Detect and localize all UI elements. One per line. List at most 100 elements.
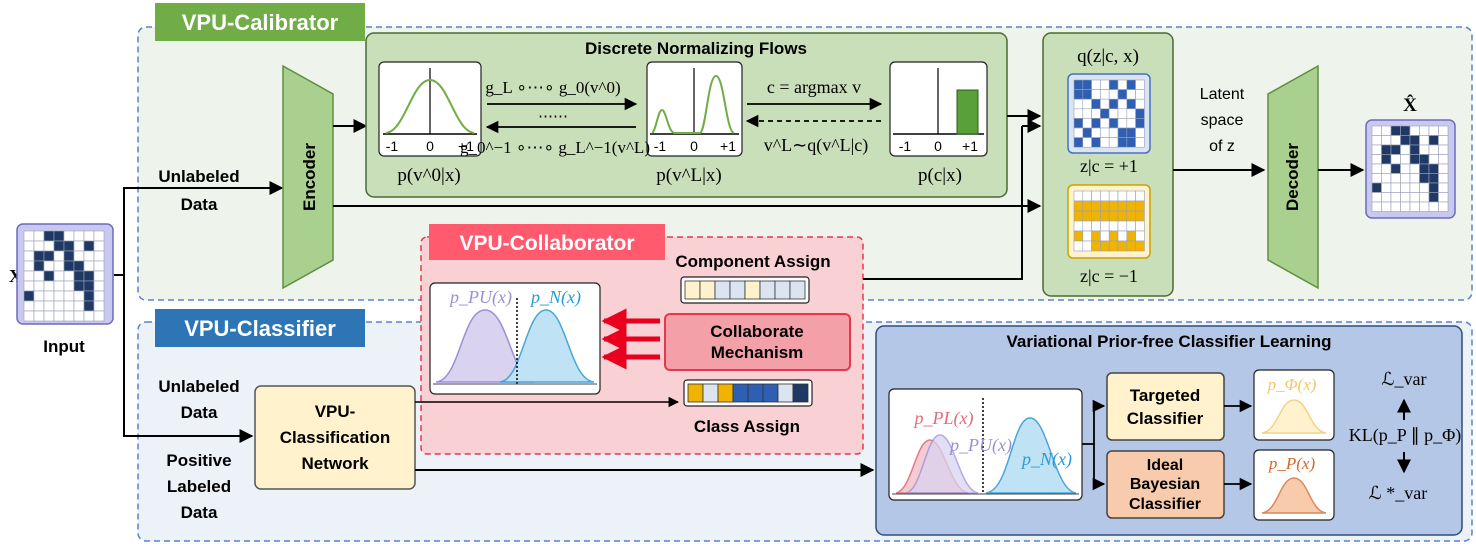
matrix-cell: [1428, 182, 1439, 193]
matrix-cell: [1390, 135, 1401, 146]
component-assign-bar: [680, 276, 810, 304]
matrix-cell: [63, 310, 75, 322]
l-var-label: ℒ_var: [1382, 369, 1427, 389]
matrix-cell: [43, 270, 55, 282]
matrix-cell: [73, 300, 85, 312]
matrix-cell: [1409, 182, 1420, 193]
pf-p-pu-label: p_PU(x): [948, 435, 1012, 456]
class-assign-bar: [683, 379, 813, 407]
matrix-cell: [83, 250, 95, 262]
z-pos-matrix: [1073, 79, 1145, 148]
matrix-cell: [53, 260, 65, 272]
collab-p-pu-label: p_PU(x): [448, 287, 512, 308]
matrix-cell: [1126, 108, 1136, 119]
matrix-cell: [1073, 79, 1084, 90]
matrix-cell: [1108, 118, 1119, 129]
matrix-cell: [83, 230, 95, 242]
matrix-cell: [93, 280, 105, 292]
matrix-cell: [1400, 192, 1411, 203]
matrix-cell: [93, 240, 105, 252]
matrix-cell: [43, 280, 55, 292]
collab-p-n-label: p_N(x): [529, 287, 581, 308]
matrix-cell: [23, 280, 35, 292]
matrix-cell: [1438, 182, 1449, 193]
matrix-cell: [73, 230, 85, 242]
matrix-cell: [23, 300, 35, 312]
matrix-cell: [1117, 127, 1128, 138]
matrix-cell: [1419, 201, 1430, 212]
sample-label: v^L∼q(v^L|c): [764, 135, 869, 156]
matrix-cell: [1091, 220, 1101, 232]
prior-free-plot: p_PL(x) p_PU(x) p_N(x): [888, 388, 1083, 501]
p-p-label: p_P(x): [1268, 454, 1316, 473]
decoder: Decoder: [1267, 64, 1319, 290]
matrix-cell: [1117, 79, 1128, 90]
matrix-cell: [83, 280, 95, 292]
assign-cell: [759, 280, 776, 300]
p-c-label: p(c|x): [918, 165, 962, 186]
matrix-cell: [1409, 154, 1420, 165]
matrix-cell: [1100, 210, 1110, 222]
assign-cell: [792, 383, 809, 403]
latent-text-2: space: [1201, 112, 1244, 129]
matrix-cell: [1438, 135, 1449, 146]
matrix-cell: [53, 300, 65, 312]
matrix-cell: [1117, 108, 1128, 119]
assign-cell: [702, 383, 719, 403]
matrix-cell: [1126, 200, 1136, 212]
calibrator-tab: VPU-Calibrator: [155, 3, 365, 41]
forward-map-label: g_L ∘⋯∘ g_0(v^0): [485, 78, 620, 97]
matrix-cell: [1082, 190, 1092, 202]
matrix-cell: [1135, 127, 1145, 138]
p-phi-label: p_Φ(x): [1267, 375, 1317, 394]
matrix-cell: [1419, 163, 1430, 174]
assign-cell: [729, 280, 746, 300]
collaborator-title: VPU-Collaborator: [459, 232, 634, 255]
matrix-cell: [1100, 127, 1110, 138]
matrix-cell: [1082, 220, 1092, 232]
svg-text:-1: -1: [654, 138, 667, 154]
matrix-cell: [1371, 163, 1382, 174]
svg-text:0: 0: [690, 138, 698, 154]
matrix-cell: [1108, 108, 1119, 119]
matrix-cell: [53, 280, 65, 292]
matrix-cell: [53, 270, 65, 282]
matrix-cell: [43, 300, 55, 312]
matrix-cell: [1108, 127, 1119, 138]
matrix-cell: [1091, 240, 1101, 252]
svg-text:-1: -1: [386, 138, 399, 154]
matrix-cell: [1438, 173, 1449, 184]
assign-cell: [789, 280, 806, 300]
matrix-cell: [43, 230, 55, 242]
assign-cell: [774, 280, 791, 300]
matrix-cell: [1400, 125, 1411, 136]
matrix-cell: [1135, 98, 1145, 110]
matrix-cell: [1117, 230, 1128, 242]
matrix-cell: [1381, 125, 1392, 136]
matrix-cell: [1082, 200, 1092, 212]
matrix-cell: [1135, 200, 1145, 212]
matrix-cell: [1400, 154, 1411, 165]
ideal-line1: Ideal: [1147, 457, 1183, 474]
clf-positive-line3: Data: [181, 503, 218, 522]
assign-cell: [762, 383, 779, 403]
plot-v0: -1 0 +1: [378, 61, 482, 157]
ideal-line2: Bayesian: [1130, 476, 1200, 493]
matrix-cell: [33, 310, 45, 322]
matrix-cell: [1381, 135, 1392, 146]
matrix-cell: [73, 310, 85, 322]
matrix-cell: [1117, 118, 1128, 129]
matrix-cell: [1438, 201, 1449, 212]
matrix-cell: [93, 270, 105, 282]
flow-dots: ⋯⋯: [538, 108, 568, 125]
matrix-cell: [1371, 144, 1382, 155]
matrix-cell: [83, 270, 95, 282]
p-phi-plot: p_Φ(x): [1253, 369, 1335, 441]
matrix-cell: [43, 260, 55, 272]
matrix-cell: [1135, 89, 1145, 100]
matrix-cell: [23, 260, 35, 272]
matrix-cell: [1108, 79, 1119, 90]
latent-text-1: Latent: [1200, 86, 1245, 103]
matrix-cell: [63, 230, 75, 242]
